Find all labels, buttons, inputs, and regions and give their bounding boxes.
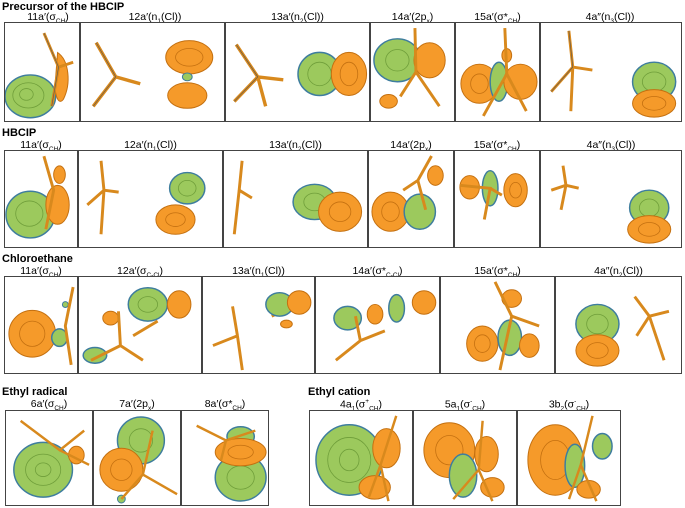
- orbital-panel-3b2: [517, 410, 621, 506]
- orbital-label: 4a″(n3(Cl)): [586, 139, 636, 153]
- section-title-hbcip: HBCIP: [2, 127, 37, 139]
- orbital-panel-8a: [181, 410, 269, 506]
- orbital-label: 5a1(σ-CH): [444, 398, 486, 413]
- orbital-panel-7a: [93, 410, 181, 506]
- orbital-label: 13a′(n1(Cl)): [232, 265, 285, 279]
- section-title-precursor: Precursor of the HBCIP: [2, 1, 125, 13]
- orbital-label: 15a′(σ*CH): [473, 139, 521, 153]
- orbital-panel-14a: [315, 276, 440, 374]
- orbital-label: 11a′(σCH): [20, 265, 62, 279]
- orbital-label: 11a′(σCH): [27, 11, 69, 25]
- orbital-label: 14a′(2px): [390, 139, 432, 153]
- orbital-label: 14a′(2px): [391, 11, 434, 25]
- orbital-label: 15a′(σ*CH): [474, 265, 521, 279]
- orbital-panel-12a: [80, 22, 225, 122]
- orbital-label: 8a′(σ*CH): [204, 398, 246, 413]
- orbital-label: 11a′(σCH): [20, 139, 62, 153]
- orbital-panel-15a: [455, 22, 540, 122]
- orbital-panel-11a: [4, 150, 78, 248]
- orbital-panel-12a: [78, 150, 223, 248]
- orbital-panel-4a2: [540, 150, 682, 248]
- orbital-label: 6a′(σCH): [30, 398, 68, 413]
- orbital-panel-15a: [454, 150, 540, 248]
- orbital-panel-4a2: [540, 22, 682, 122]
- orbital-label: 13a′(n2(Cl)): [269, 139, 322, 153]
- orbital-label: 13a′(n2(Cl)): [271, 11, 324, 25]
- orbital-panel-4a1: [309, 410, 413, 506]
- orbital-panel-14a: [368, 150, 454, 248]
- orbital-label: 12a′(σC-Cl): [117, 265, 163, 279]
- orbital-panel-11a: [4, 22, 80, 122]
- orbital-label: 3b2(σ-CH): [548, 398, 590, 413]
- orbital-label: 4a″(n3(Cl)): [585, 11, 635, 25]
- orbital-panel-13a: [202, 276, 315, 374]
- orbital-label: 12a′(n1(Cl)): [124, 139, 177, 153]
- orbital-panel-12a: [78, 276, 202, 374]
- orbital-panel-4a2: [555, 276, 682, 374]
- orbital-panel-14a: [370, 22, 455, 122]
- section-title-ethyl-radical: Ethyl radical: [2, 386, 68, 398]
- orbital-panel-6a: [5, 410, 93, 506]
- orbital-panel-13a: [223, 150, 368, 248]
- orbital-label: 14a′(σ*C-Cl): [352, 265, 403, 279]
- orbital-panel-5a1: [413, 410, 517, 506]
- section-title-ethyl-cation: Ethyl cation: [308, 386, 371, 398]
- orbital-label: 4a″(n2(Cl)): [594, 265, 643, 279]
- orbital-label: 4a1(σ+CH): [340, 398, 382, 413]
- orbital-panel-11a: [4, 276, 78, 374]
- orbital-label: 12a′(n1(Cl)): [128, 11, 182, 25]
- section-title-chloroethane: Chloroethane: [2, 253, 73, 265]
- orbital-panel-13a: [225, 22, 370, 122]
- orbital-label: 15a′(σ*CH): [474, 11, 521, 25]
- orbital-panel-15a: [440, 276, 555, 374]
- orbital-label: 7a′(2px): [119, 398, 155, 413]
